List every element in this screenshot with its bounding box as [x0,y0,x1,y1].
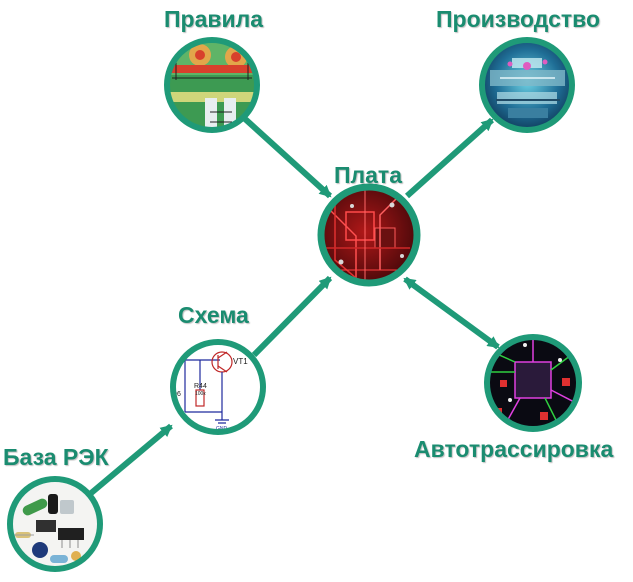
label-baza: База РЭК [3,444,109,470]
label-pravila: Правила [164,6,264,32]
arrow-baza-to-shema [88,423,173,497]
label-shema: Схема [178,302,249,328]
pcb-rules-thumbnail [167,40,257,130]
node-shema[interactable]: VT1 R44 100к D6 GND [170,339,266,435]
resistor-symbol [195,389,205,407]
label-proizvodstvo: Производство [436,6,601,32]
node-plata[interactable] [317,183,422,290]
arrow-plata-to-proizvodstvo [405,117,494,199]
node-baza[interactable] [7,476,103,572]
arrow-shema-to-plata [251,275,333,358]
label-avtotrass: Автотрассировка [414,436,614,462]
node-avtotrass[interactable] [484,334,582,432]
connectors [88,115,500,497]
schematic-transistor-label: VT1 [233,357,248,366]
components-thumbnail [12,494,84,563]
node-proizvodstvo[interactable] [479,37,575,133]
schematic-thumbnail: VT1 R44 100к D6 GND [172,351,248,432]
schematic-diode-label: D6 [172,391,181,398]
arrow-pravila-to-plata [241,115,333,199]
schematic-resistor-value: 100к [195,391,206,397]
node-pravila[interactable] [160,35,270,135]
schematic-resistor-label: R44 [194,383,207,390]
arrow-plata-avtotrass-bidirectional [403,276,500,350]
label-plata: Плата [334,162,402,188]
